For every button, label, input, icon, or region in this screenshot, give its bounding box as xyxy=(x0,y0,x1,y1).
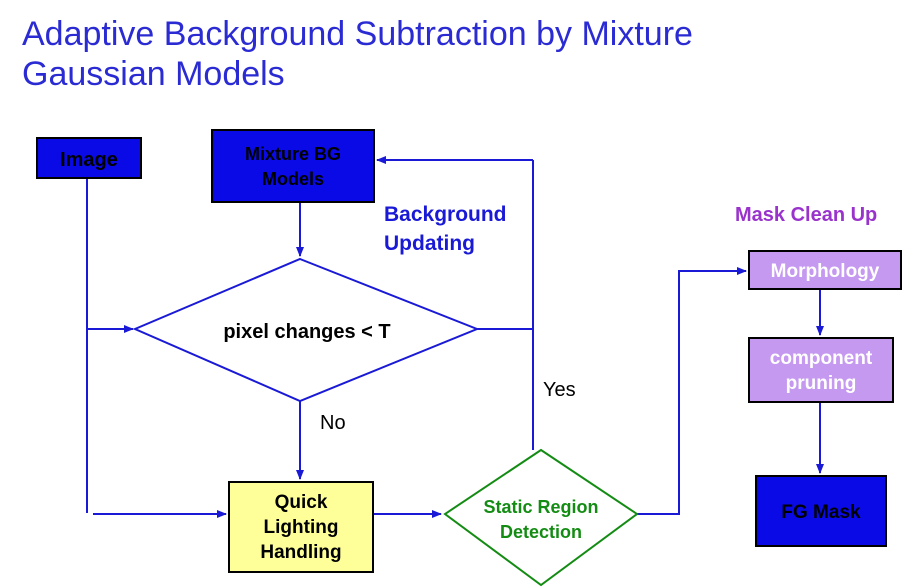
no-label: No xyxy=(320,412,346,434)
svg-text:Handling: Handling xyxy=(260,542,341,563)
mask-clean-up-label: Mask Clean Up xyxy=(735,204,877,226)
background-updating-label: Background Updating xyxy=(384,203,507,255)
svg-text:Updating: Updating xyxy=(384,232,475,255)
svg-text:Lighting: Lighting xyxy=(264,517,339,538)
component-pruning-line2: pruning xyxy=(786,373,857,394)
component-pruning-line1: component xyxy=(770,348,873,369)
image-label: Image xyxy=(60,149,118,171)
quick-lighting-line2: Lighting xyxy=(264,517,339,538)
mixture-bg-models-node: Mixture BG Models xyxy=(211,129,375,203)
static-region-line2: Detection xyxy=(500,522,582,542)
svg-text:Quick: Quick xyxy=(275,492,328,513)
mixture-bg-label-line1: Mixture BG xyxy=(245,144,341,164)
static-region-line1: Static Region xyxy=(483,497,598,517)
mixture-bg-label-line2: Models xyxy=(262,169,324,189)
svg-text:component: component xyxy=(770,348,873,369)
pixel-changes-decision: pixel changes < T xyxy=(132,257,480,403)
quick-lighting-line3: Handling xyxy=(260,542,341,563)
pixel-changes-label: pixel changes < T xyxy=(223,321,390,343)
static-region-detection-node: Static Region Detection xyxy=(443,448,639,587)
svg-text:pruning: pruning xyxy=(786,373,857,394)
svg-text:Detection: Detection xyxy=(500,522,582,542)
quick-lighting-handling-node: Quick Lighting Handling xyxy=(228,481,374,573)
connectors xyxy=(86,156,824,518)
fg-mask-label: FG Mask xyxy=(781,502,861,523)
background-updating-line2: Updating xyxy=(384,232,475,255)
svg-text:Mixture BG: Mixture BG xyxy=(245,144,341,164)
background-updating-line1: Background xyxy=(384,203,507,226)
static-to-morphology-arrow xyxy=(637,267,747,515)
page-title: Adaptive Background Subtraction by Mixtu… xyxy=(22,14,902,94)
title-line-2: Gaussian Models xyxy=(22,55,285,93)
component-pruning-node: component pruning xyxy=(748,337,894,403)
morphology-label: Morphology xyxy=(771,261,880,282)
title-line-1: Adaptive Background Subtraction by Mixtu… xyxy=(22,15,693,53)
fg-mask-node: FG Mask xyxy=(755,475,887,547)
image-node: Image xyxy=(36,137,142,179)
morphology-node: Morphology xyxy=(748,250,902,290)
svg-text:Static Region: Static Region xyxy=(483,497,598,517)
svg-text:Models: Models xyxy=(262,169,324,189)
quick-lighting-line1: Quick xyxy=(275,492,328,513)
yes-label: Yes xyxy=(543,379,576,401)
svg-text:Background: Background xyxy=(384,203,507,226)
